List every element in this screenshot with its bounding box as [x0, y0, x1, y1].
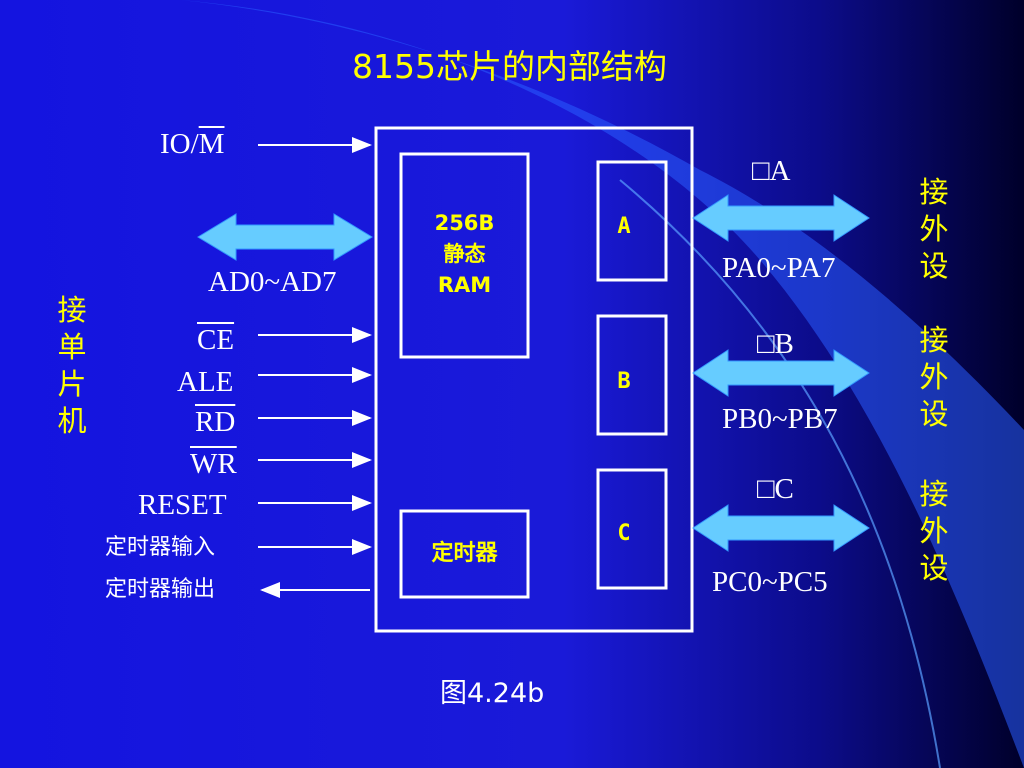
io-m-prefix: IO/ — [160, 128, 199, 160]
ale-signal: ALE — [177, 366, 234, 398]
decorative-swoosh — [180, 0, 1024, 768]
right-label-b: 接外设 — [919, 323, 949, 431]
ram-label: 256B 静态 RAM — [434, 211, 495, 297]
port-a-label: A — [617, 214, 631, 239]
port-c-arrow — [692, 504, 870, 552]
port-c-box — [596, 468, 668, 590]
bus-label: AD0~AD7 — [208, 266, 337, 298]
rd-signal: RD — [195, 406, 236, 438]
timer-box — [399, 509, 530, 599]
port-b-box — [596, 314, 668, 436]
reset-signal: RESET — [138, 489, 227, 521]
port-b-name: □B — [757, 328, 794, 360]
ce-signal: CE — [197, 324, 235, 356]
page-title: 8155芯片的内部结构 — [352, 47, 667, 86]
io-m-signal: IO/M — [160, 130, 224, 159]
port-a-arrow — [692, 194, 870, 242]
port-a-name: □A — [752, 155, 791, 187]
figure-caption: 图4.24b — [440, 678, 545, 709]
chip-outline — [374, 126, 694, 633]
port-a-box — [596, 160, 668, 282]
right-label-c: 接外设 — [919, 477, 949, 585]
port-a-pins: PA0~PA7 — [722, 252, 836, 284]
wr-signal: WR — [190, 448, 237, 480]
port-b-arrow — [692, 349, 870, 397]
port-b-label: B — [617, 369, 631, 394]
left-group-label: 接单片机 — [57, 293, 87, 438]
right-label-a: 接外设 — [919, 175, 949, 283]
port-c-label: C — [617, 521, 631, 546]
port-b-pins: PB0~PB7 — [722, 403, 838, 435]
timer-label: 定时器 — [431, 541, 498, 566]
port-c-name: □C — [757, 473, 794, 505]
timer-in-signal: 定时器输入 — [105, 535, 216, 560]
io-m-bar: M — [198, 128, 225, 160]
bus-double-arrow — [197, 213, 373, 261]
ram-box — [399, 152, 530, 359]
timer-out-signal: 定时器输出 — [105, 577, 216, 602]
port-c-pins: PC0~PC5 — [712, 566, 828, 598]
